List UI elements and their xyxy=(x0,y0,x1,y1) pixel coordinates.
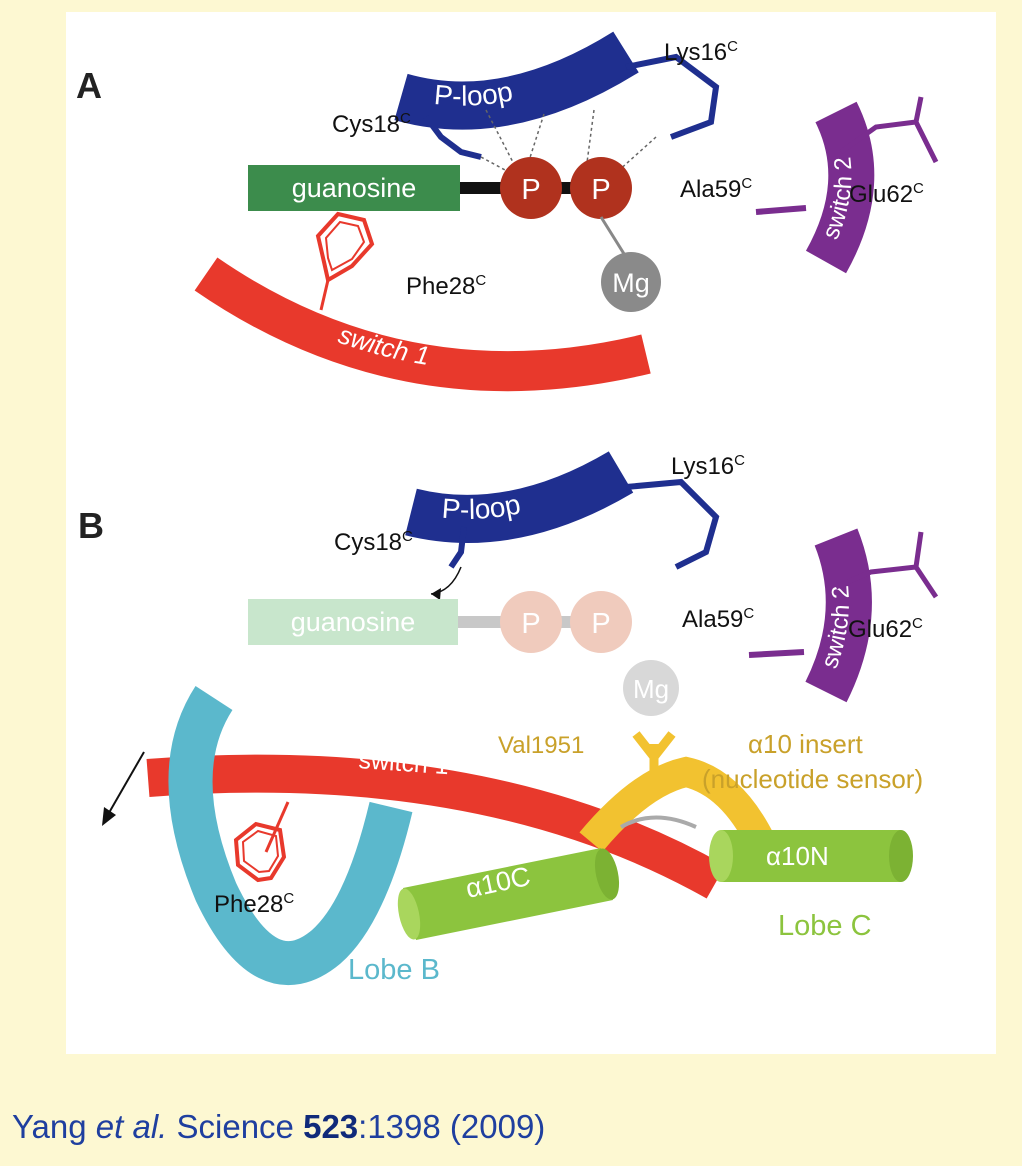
ala59-a-sidechain xyxy=(755,205,807,215)
glu62-b-label: Glu62C xyxy=(848,615,923,643)
guanosine-b-box xyxy=(248,599,458,645)
figure-panel: A P-loop Lys16C Cys18C guanosine xyxy=(66,12,996,1054)
cys18-a-label: Cys18C xyxy=(332,110,411,138)
a10c-cylinder: α10C xyxy=(397,848,620,940)
phe28-a-ring xyxy=(315,211,375,284)
panel-b-letter: B xyxy=(78,505,104,546)
switch1-b-label: switch 1 xyxy=(358,746,450,780)
phe28-b-label: Phe28C xyxy=(214,890,294,918)
figure-diagram: A P-loop Lys16C Cys18C guanosine xyxy=(76,31,939,986)
glu62-b-sidechain xyxy=(835,531,939,599)
citation: Yang et al. Science 523:1398 (2009) xyxy=(12,1108,545,1146)
mg-bond-a xyxy=(599,216,628,258)
ploop-b-label: P-loop xyxy=(441,488,523,525)
panel-a: A P-loop Lys16C Cys18C guanosine xyxy=(76,31,939,392)
switch2-b-band xyxy=(805,528,872,703)
a10n-cylinder: α10N xyxy=(709,830,913,882)
phe28-b-stem xyxy=(264,801,290,853)
citation-journal: Science xyxy=(167,1108,304,1145)
cys18-a-sidechain xyxy=(423,115,482,160)
ala59-b-sidechain xyxy=(748,649,805,658)
phe28-a-label: Phe28C xyxy=(406,272,486,300)
mg-a-circle xyxy=(601,252,661,312)
switch2-a-band xyxy=(805,101,875,274)
cys18-b-sidechain xyxy=(448,526,467,569)
a10n-label: α10N xyxy=(766,841,829,871)
glu62-a-label: Glu62C xyxy=(849,180,924,208)
phosphate2-a-label: P xyxy=(591,174,610,206)
citation-volume: 523 xyxy=(303,1108,359,1145)
insert-label-line1: α10 insert xyxy=(748,729,864,759)
cys18-b-label: Cys18C xyxy=(334,528,413,556)
phosphate1-b-circle xyxy=(500,591,562,653)
phe28-a-ring-inner xyxy=(324,220,366,272)
cys18-b-arrowhead xyxy=(431,588,441,600)
cys18-b-arrow xyxy=(430,566,462,595)
lobe-c-label: Lobe C xyxy=(778,910,872,942)
mg-b-circle xyxy=(623,660,679,716)
val1951-label: Val1951 xyxy=(498,732,584,759)
insert-band xyxy=(579,756,775,852)
phosphate2-b-label: P xyxy=(591,608,610,640)
lys16-a-sidechain xyxy=(625,53,720,140)
val1951-sidechain xyxy=(632,731,676,777)
lys16-a-label: Lys16C xyxy=(664,38,738,66)
lobe-b-movement-arrow xyxy=(105,751,145,819)
switch1-a-band xyxy=(194,257,651,392)
phosphate2-b-circle xyxy=(570,591,632,653)
phe28-a-stem xyxy=(319,279,330,311)
ploop-a-band xyxy=(394,31,639,130)
citation-etal: et al. xyxy=(95,1108,168,1145)
ploop-b-band xyxy=(405,451,634,543)
phe28-b-ring xyxy=(233,821,287,883)
glu62-a-sidechain xyxy=(839,96,939,164)
lobe-b-band xyxy=(168,686,413,985)
guanosine-a-label: guanosine xyxy=(292,173,417,203)
phe28-b-ring-inner xyxy=(241,829,280,874)
lobe-b-movement-arrowhead xyxy=(102,807,116,826)
panel-a-letter: A xyxy=(76,65,102,106)
insert-shadow xyxy=(620,815,697,829)
switch1-b-band xyxy=(146,754,726,899)
phosphate2-a-circle xyxy=(570,157,632,219)
phosphate1-a-circle xyxy=(500,157,562,219)
phosphate1-a-label: P xyxy=(521,174,540,206)
guanosine-a-box xyxy=(248,165,460,211)
citation-authors: Yang xyxy=(12,1108,96,1145)
insert-label-line2: (nucleotide sensor) xyxy=(702,764,923,794)
lobe-b-label: Lobe B xyxy=(348,954,440,986)
ala59-b-label: Ala59C xyxy=(682,605,754,633)
ploop-a-label: P-loop xyxy=(433,75,515,111)
citation-pages: :1398 (2009) xyxy=(358,1108,546,1145)
phosphate1-b-label: P xyxy=(521,608,540,640)
mg-a-label: Mg xyxy=(612,268,650,298)
mg-b-label: Mg xyxy=(633,674,669,704)
ala59-a-label: Ala59C xyxy=(680,175,752,203)
panel-b: B P-loop Lys16C Cys18C guanosine P P Mg … xyxy=(78,451,939,986)
guanosine-b-label: guanosine xyxy=(291,607,416,637)
lys16-b-sidechain xyxy=(625,478,720,570)
lys16-b-label: Lys16C xyxy=(671,452,745,480)
